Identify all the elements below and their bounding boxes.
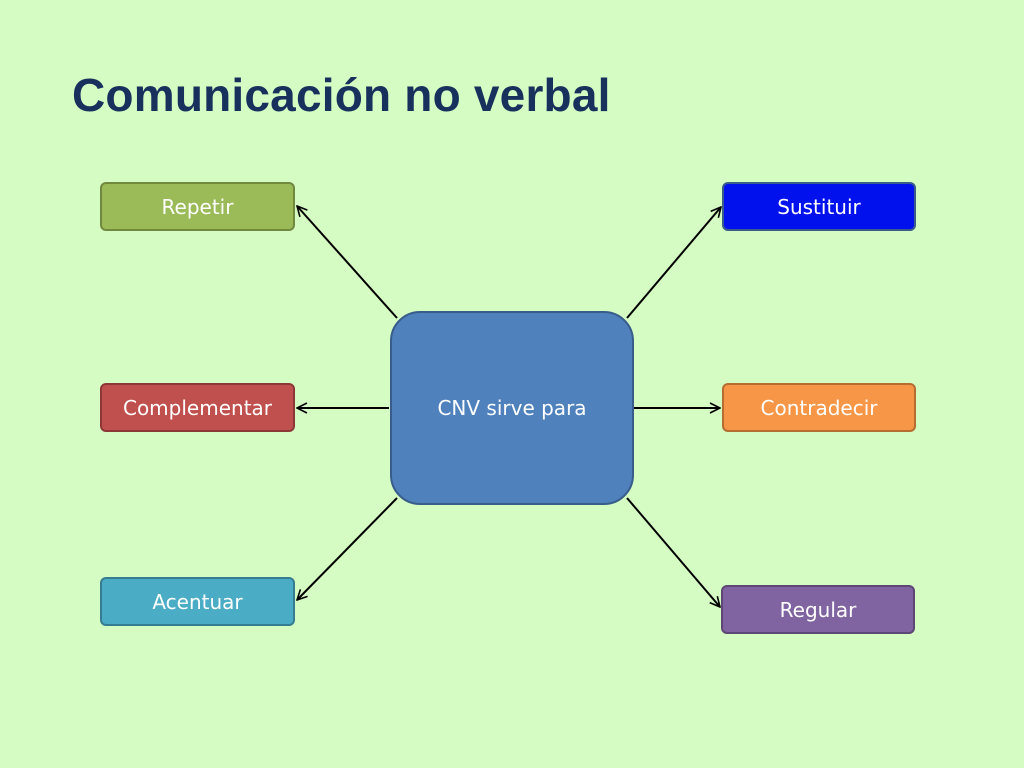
node-regular-label: Regular	[779, 597, 857, 622]
node-acentuar-label: Acentuar	[152, 589, 243, 614]
node-contradecir-label: Contradecir	[760, 395, 878, 420]
slide-title: Comunicación no verbal	[72, 69, 611, 121]
center-node: CNV sirve para	[390, 311, 634, 505]
arrow-to-acentuar	[297, 497, 398, 600]
arrow-to-regular	[626, 497, 720, 607]
node-contradecir: Contradecir	[722, 383, 916, 432]
arrow-to-repetir	[297, 206, 398, 319]
node-complementar: Complementar	[100, 383, 295, 432]
node-complementar-label: Complementar	[122, 395, 273, 420]
node-repetir-label: Repetir	[161, 194, 234, 219]
node-sustituir: Sustituir	[722, 182, 916, 231]
arrow-to-sustituir	[626, 207, 721, 319]
center-node-label: CNV sirve para	[437, 396, 587, 420]
node-acentuar: Acentuar	[100, 577, 295, 626]
node-repetir: Repetir	[100, 182, 295, 231]
node-sustituir-label: Sustituir	[777, 194, 861, 219]
node-regular: Regular	[721, 585, 915, 634]
